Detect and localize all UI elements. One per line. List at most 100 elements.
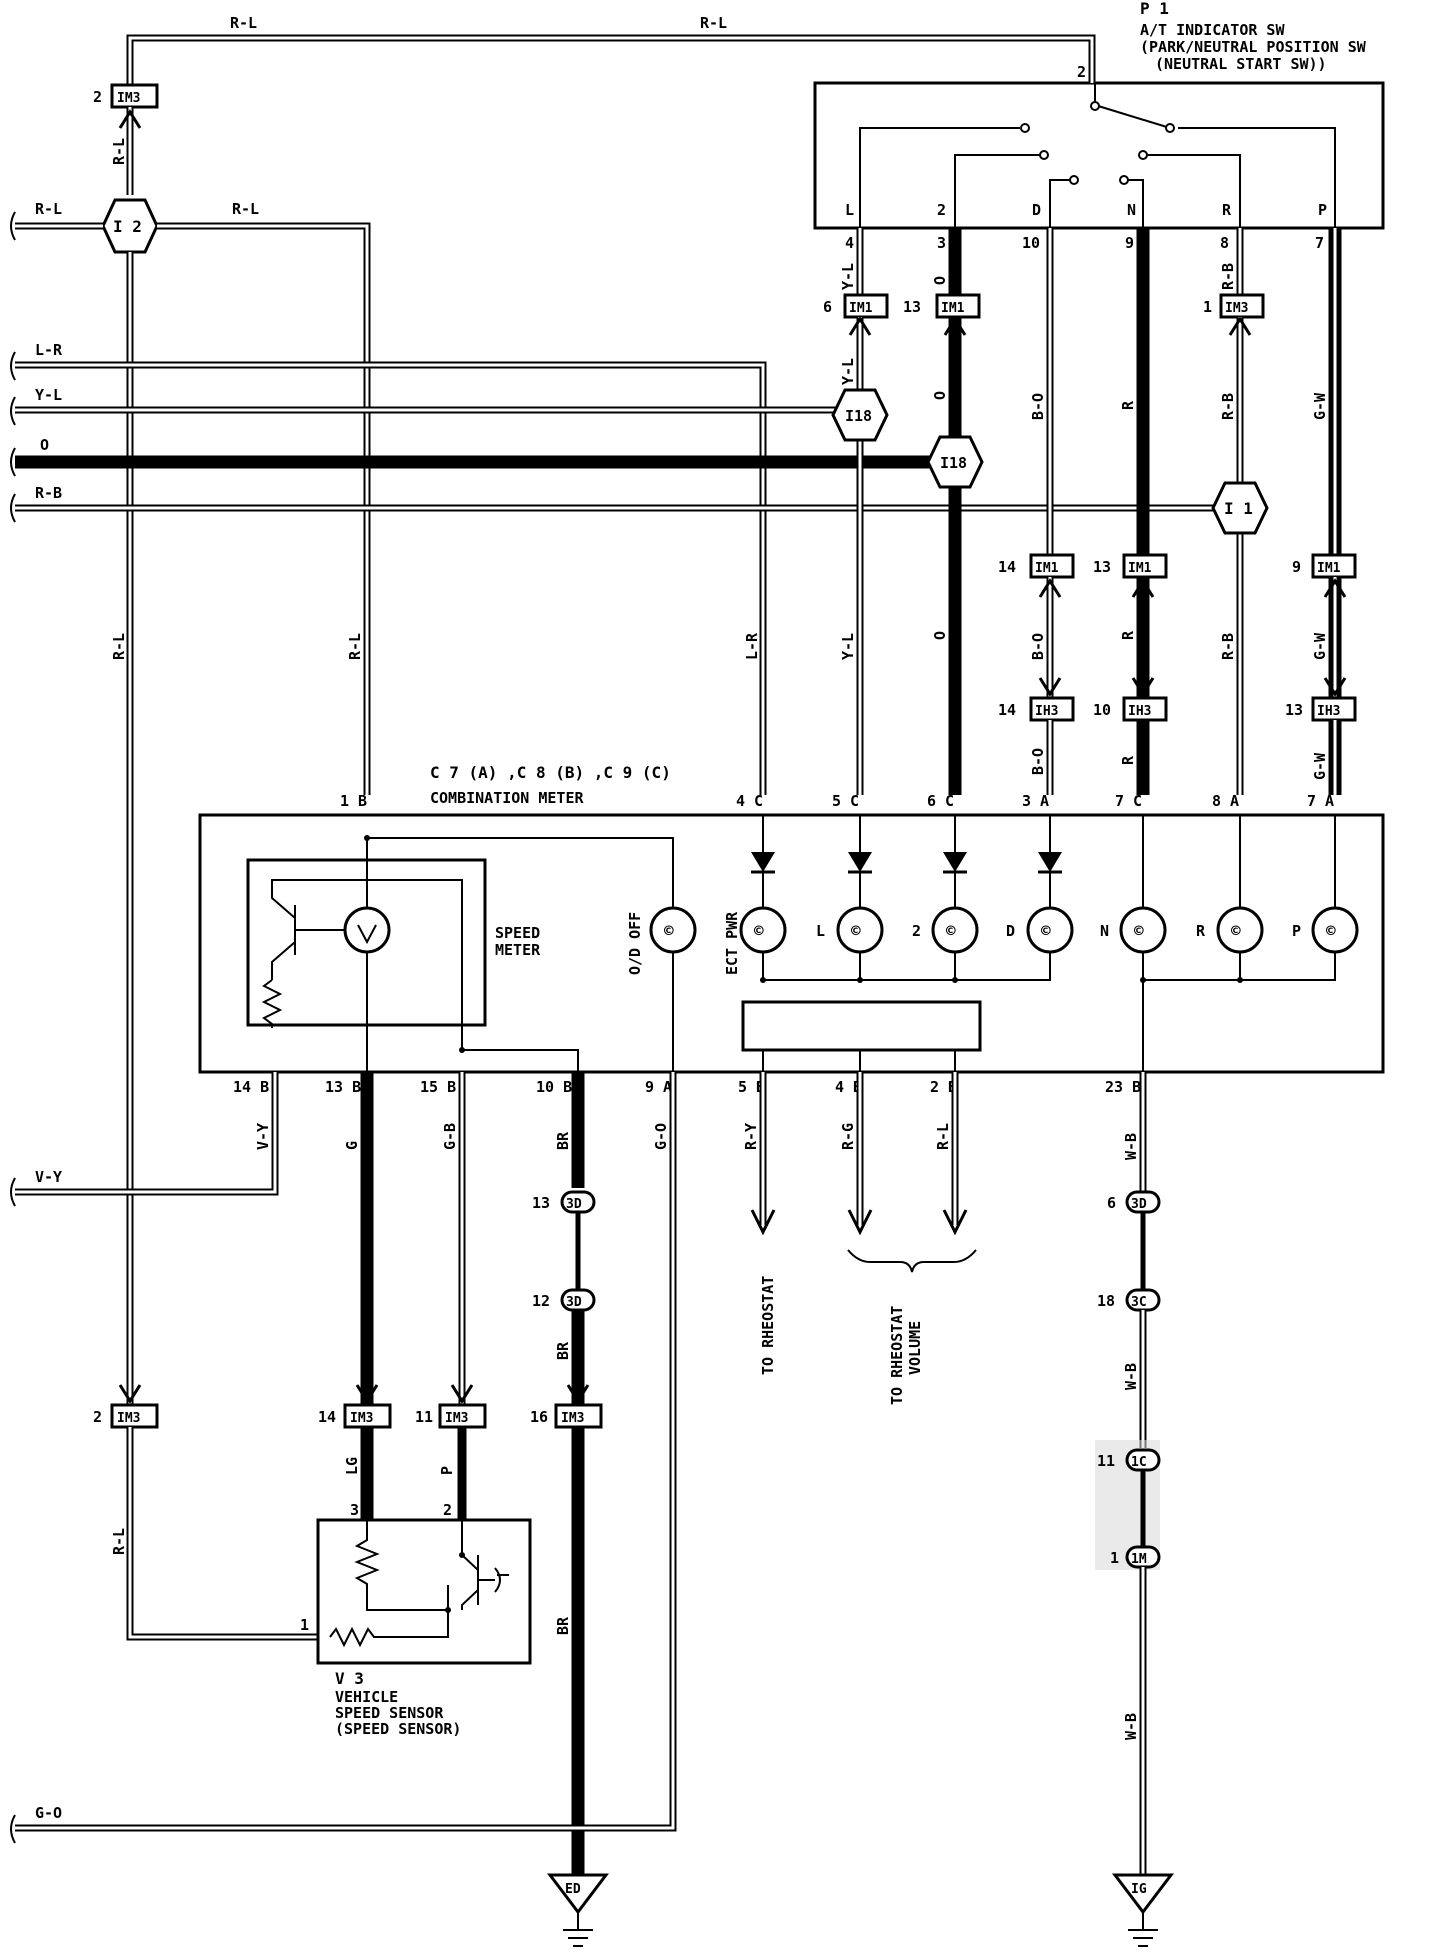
pin-label: 10 B xyxy=(536,1078,572,1096)
junction-label: I18 xyxy=(845,407,872,425)
connector-im3-2b: IM3 2 xyxy=(93,1403,159,1429)
wire-label-o: O xyxy=(40,436,49,454)
connector-label: IM3 xyxy=(117,1411,140,1426)
wire-label-o: O xyxy=(931,276,949,285)
wire-label-o: O xyxy=(931,391,949,400)
switch-pin: 10 xyxy=(1022,234,1040,252)
connector-pin: 11 xyxy=(415,1408,433,1426)
switch-pos-l: L xyxy=(845,201,854,219)
pin-label: 3 A xyxy=(1022,792,1049,810)
pin-label: 2 B xyxy=(930,1078,957,1096)
switch-pos-p: P xyxy=(1318,201,1327,219)
junction-i18-lower: I18 xyxy=(926,435,984,489)
speed-meter-label-2: METER xyxy=(495,941,541,959)
connector-im3-16: IM3 16 xyxy=(530,1403,603,1429)
wire-label-rl: R-L xyxy=(110,633,128,660)
sensor-id: V 3 xyxy=(335,1669,364,1688)
wire-arrows xyxy=(118,109,1347,1404)
lamp-2: © 2 xyxy=(912,815,979,980)
wire-label-wb: W-B xyxy=(1122,1713,1140,1740)
wire-label-lr: L-R xyxy=(35,341,63,359)
wire-label-gw: G-W xyxy=(1311,752,1329,780)
connector-pin: 14 xyxy=(998,701,1016,719)
switch-title-line3: (NEUTRAL START SW)) xyxy=(1155,55,1327,73)
svg-text:©: © xyxy=(851,921,861,940)
connector-im1-13: IM1 13 xyxy=(903,293,981,319)
connector-pin: 13 xyxy=(903,298,921,316)
lamp-n: © N xyxy=(1100,815,1167,954)
wire-label-rb: R-B xyxy=(1219,633,1237,660)
svg-text:©: © xyxy=(754,921,764,940)
wire-label-rb: R-B xyxy=(1219,393,1237,420)
connector-im3-11: IM3 11 xyxy=(415,1403,487,1429)
pin-label: 23 B xyxy=(1105,1078,1141,1096)
wire-label-yl: Y-L xyxy=(35,386,62,404)
connector-1c-11: 1C 11 xyxy=(1097,1448,1161,1472)
connector-1m-1: 1M 1 xyxy=(1110,1545,1161,1569)
pin-label: 5 B xyxy=(738,1078,765,1096)
connector-pin: 14 xyxy=(998,558,1016,576)
pin-label: 14 B xyxy=(233,1078,269,1096)
sensor-pin: 1 xyxy=(300,1616,309,1634)
combination-meter: C 7 (A) ,C 8 (B) ,C 9 (C) COMBINATION ME… xyxy=(198,763,1385,1074)
ground-label: ED xyxy=(565,1882,581,1897)
connector-in1-9: IM1 9 xyxy=(1292,553,1357,579)
ect-pwr-label: ECT PWR xyxy=(723,911,741,975)
connector-label: IM3 xyxy=(1225,301,1248,316)
junction-label: I 1 xyxy=(1224,499,1253,518)
connector-pin: 14 xyxy=(318,1408,336,1426)
connector-in1-13: IM1 13 xyxy=(1093,553,1168,579)
wire-label-r: R xyxy=(1119,400,1137,410)
connector-label: IH3 xyxy=(1035,704,1058,719)
pin-label: 6 C xyxy=(927,792,954,810)
connector-pin: 6 xyxy=(1107,1194,1116,1212)
meter-top-pins: 1 B 4 C 5 C 6 C 3 A 7 C 8 A 7 A xyxy=(340,792,1334,810)
connector-ih3-13: IH3 13 xyxy=(1285,696,1357,722)
pin-label: 1 B xyxy=(340,792,367,810)
svg-text:©: © xyxy=(1231,921,1241,940)
ground-ig: IG xyxy=(1111,1873,1175,1947)
sensor-name-1: VEHICLE xyxy=(335,1688,398,1706)
connector-pin: 13 xyxy=(1093,558,1111,576)
connector-pin: 1 xyxy=(1203,298,1212,316)
wire-label-br: BR xyxy=(554,1131,572,1150)
lamp-d: © D xyxy=(1006,815,1074,954)
wire-label-rg: R-G xyxy=(839,1123,857,1150)
wire-label-rb: R-B xyxy=(1219,263,1237,290)
connector-label: IH3 xyxy=(1317,704,1340,719)
wire-label-o: O xyxy=(931,631,949,640)
wire-label-gw: G-W xyxy=(1311,392,1329,420)
connector-im3-1: IM3 1 xyxy=(1203,293,1265,319)
svg-text:©: © xyxy=(1326,921,1336,940)
lamp-label: 2 xyxy=(912,922,921,940)
meter-ids: C 7 (A) ,C 8 (B) ,C 9 (C) xyxy=(430,763,671,782)
connector-label: IM3 xyxy=(561,1411,584,1426)
connector-im1-6: IM1 6 xyxy=(823,293,889,319)
vehicle-speed-sensor: 3 2 1 V 3 VEHICLE SPEED SENSOR (SPEED SE… xyxy=(300,1501,532,1738)
lamp-label: L xyxy=(816,922,825,940)
lamp-label: D xyxy=(1006,922,1015,940)
connector-label: 3D xyxy=(1131,1197,1147,1212)
svg-text:©: © xyxy=(664,921,674,940)
lamp-r: © R xyxy=(1196,815,1264,954)
speed-meter-label-1: SPEED xyxy=(495,924,540,942)
connector-im3-top: IM3 2 xyxy=(93,83,159,109)
wire-label-lg: LG xyxy=(343,1457,361,1475)
connector-pin: 1 xyxy=(1110,1549,1119,1567)
pin-label: 7 C xyxy=(1115,792,1142,810)
wire-label-rl: R-L xyxy=(35,200,62,218)
meter-title: COMBINATION METER xyxy=(430,789,584,807)
connector-label: IM3 xyxy=(445,1411,468,1426)
lamp-label: P xyxy=(1292,922,1301,940)
switch-pin: 8 xyxy=(1220,234,1229,252)
connector-pin: 12 xyxy=(532,1292,550,1310)
junction-label: I 2 xyxy=(113,217,142,236)
connector-ih3-14: IH3 14 xyxy=(998,696,1075,722)
wire-label-rl: R-L xyxy=(230,14,257,32)
connector-label: IM1 xyxy=(941,301,965,316)
at-indicator-switch: P 1 A/T INDICATOR SW (PARK/NEUTRAL POSIT… xyxy=(813,0,1385,252)
wire-label-rb: R-B xyxy=(35,484,62,502)
pin-label: 13 B xyxy=(325,1078,361,1096)
svg-text:©: © xyxy=(1041,921,1051,940)
